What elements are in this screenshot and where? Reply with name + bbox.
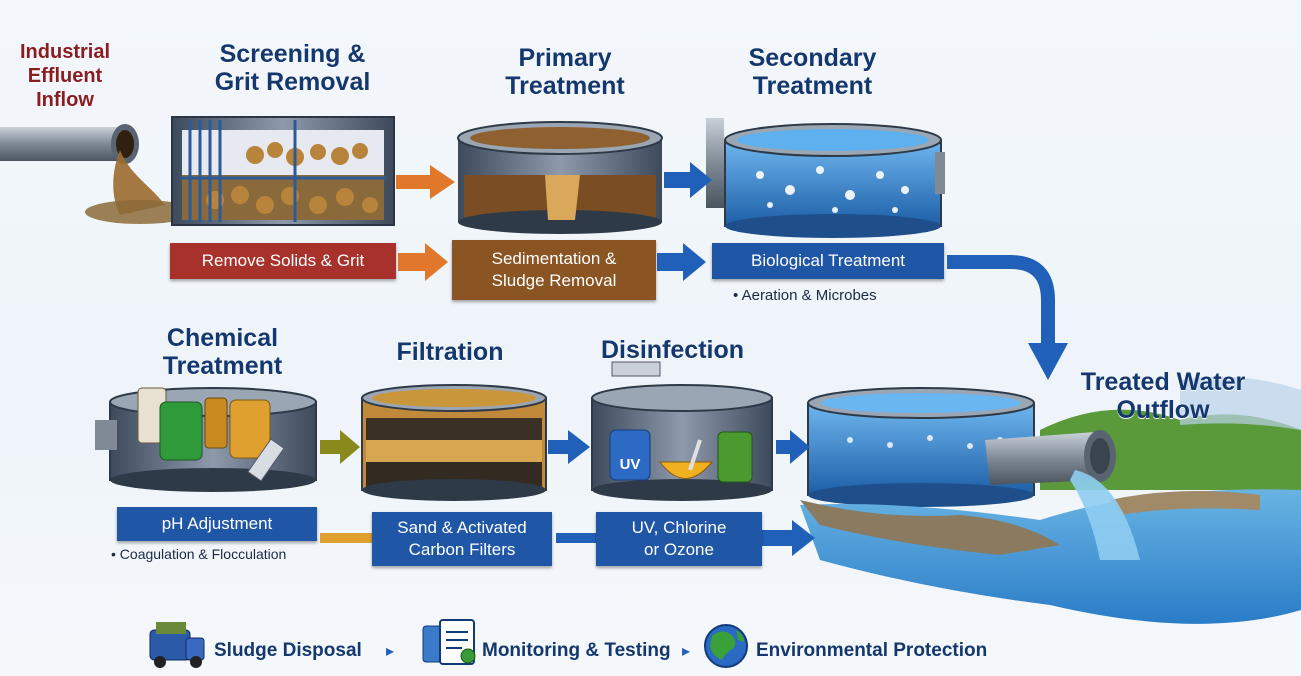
final-tank-icon xyxy=(807,387,1035,507)
chemical-label-text: pH Adjustment xyxy=(161,514,273,533)
truck-icon xyxy=(149,622,205,668)
chemical-title-line-2: Treatment xyxy=(162,352,283,380)
disinfection-label-line-2: or Ozone xyxy=(644,540,714,559)
chemical-label: pH Adjustment xyxy=(117,507,317,541)
screening-label: Remove Solids & Grit xyxy=(170,243,396,279)
chemical-title-line-1: Chemical xyxy=(166,324,279,352)
disinfection-label-line-1: UV, Chlorine xyxy=(631,518,727,537)
secondary-note: • Aeration & Microbes xyxy=(733,287,877,304)
secondary-label-text: Biological Treatment xyxy=(750,251,906,270)
primary-label: Sedimentation & Sludge Removal xyxy=(452,240,656,300)
disinfection-label: UV, Chlorine or Ozone xyxy=(596,512,762,566)
inflow-title-line-2: Effluent xyxy=(27,65,103,87)
footer-environmental-protection: Environmental Protection xyxy=(756,640,988,661)
screening-title-line-1: Screening & xyxy=(219,40,366,68)
uv-bottle-text: UV xyxy=(619,456,641,473)
footer-separator-1: ▸ xyxy=(386,643,394,660)
outflow-title-line-2: Outflow xyxy=(1116,396,1210,424)
primary-title-line-2: Treatment xyxy=(505,72,625,100)
inflow-title: Industrial Effluent Inflow xyxy=(10,40,120,112)
arrows-bottom-row xyxy=(320,430,815,556)
arrows-top-row xyxy=(396,162,1068,380)
inflow-title-line-1: Industrial xyxy=(19,41,110,63)
footer-monitoring-testing: Monitoring & Testing xyxy=(482,640,671,661)
primary-title-line-1: Primary xyxy=(518,44,612,72)
primary-label-line-2: Sludge Removal xyxy=(491,271,617,290)
footer-sludge-disposal: Sludge Disposal xyxy=(214,640,362,661)
disinfection-title: Disinfection xyxy=(600,336,745,364)
globe-icon xyxy=(704,624,748,668)
primary-label-line-1: Sedimentation & xyxy=(491,249,617,268)
primary-title: Primary Treatment xyxy=(480,44,650,100)
screening-title: Screening & Grit Removal xyxy=(195,40,390,96)
chemical-title: Chemical Treatment xyxy=(140,324,305,380)
outflow-pipe-icon xyxy=(985,430,1140,560)
outflow-title: Treated Water Outflow xyxy=(1068,368,1258,424)
filtration-title: Filtration xyxy=(396,338,504,366)
chemical-note: • Coagulation & Flocculation xyxy=(111,546,287,562)
inflow-pipe-icon xyxy=(0,124,195,224)
secondary-tank-icon xyxy=(706,118,945,238)
screening-label-text: Remove Solids & Grit xyxy=(201,251,365,270)
primary-tank-icon xyxy=(457,121,663,234)
chemical-tank-icon xyxy=(95,387,317,492)
filtration-tank-icon xyxy=(361,384,547,501)
secondary-title-line-2: Treatment xyxy=(752,72,873,100)
secondary-title: Secondary Treatment xyxy=(725,44,900,100)
screening-tank-icon xyxy=(171,116,395,226)
filtration-label-line-2: Carbon Filters xyxy=(408,540,516,559)
secondary-title-line-1: Secondary xyxy=(748,44,877,72)
secondary-label: Biological Treatment xyxy=(712,243,944,279)
clipboard-icon xyxy=(422,619,476,665)
river-landscape-icon xyxy=(800,376,1301,624)
inflow-title-line-3: Inflow xyxy=(36,89,94,111)
screening-title-line-2: Grit Removal xyxy=(214,68,371,96)
filtration-label-line-1: Sand & Activated xyxy=(397,518,527,537)
filtration-label: Sand & Activated Carbon Filters xyxy=(372,512,552,566)
footer-separator-2: ▸ xyxy=(682,643,690,660)
outflow-title-line-1: Treated Water xyxy=(1080,368,1246,396)
disinfection-tank-icon xyxy=(591,361,773,501)
